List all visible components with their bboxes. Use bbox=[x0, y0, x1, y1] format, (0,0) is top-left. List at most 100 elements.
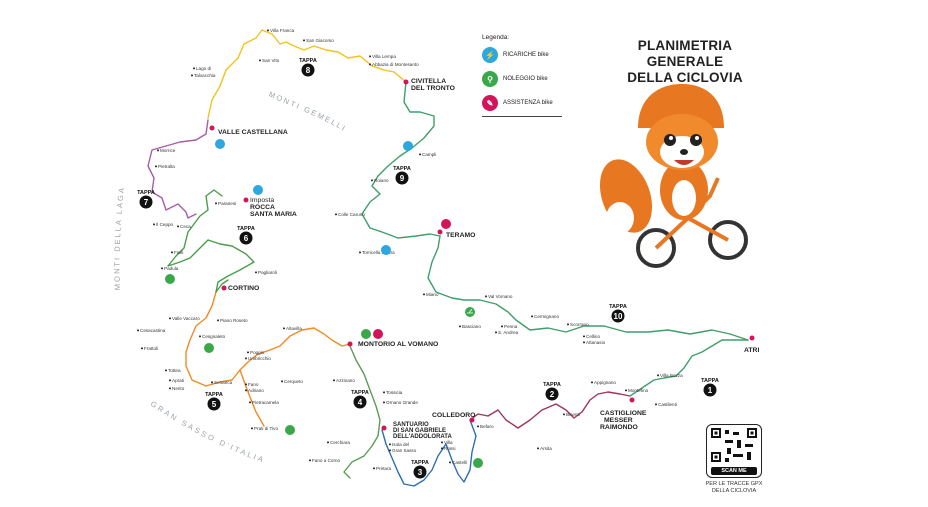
place-label: Campli bbox=[422, 152, 436, 157]
legend-label: NOLEGGIO bike bbox=[503, 76, 548, 82]
stage-badge-circle bbox=[703, 383, 717, 397]
stage-badge-label: TAPPA bbox=[701, 378, 719, 384]
place-dot bbox=[155, 165, 157, 168]
charging-icon-civitella bbox=[403, 141, 413, 151]
place-dot bbox=[441, 447, 443, 450]
place-label: Fano a Corno bbox=[312, 458, 341, 463]
label-santuario-3: DELL'ADDOLORATA bbox=[393, 434, 453, 440]
place-label: Abbazia di Montesanto bbox=[372, 62, 419, 67]
place-label: Villa Bozza bbox=[660, 373, 683, 378]
place-label: Piano Roseto bbox=[220, 318, 248, 323]
label-civitella-2: DEL TRONTO bbox=[411, 85, 455, 92]
marker-rocca bbox=[243, 197, 249, 203]
route-stage-8 bbox=[207, 29, 407, 119]
place-dot bbox=[371, 179, 373, 182]
place-dot bbox=[153, 223, 155, 226]
place-dot bbox=[383, 401, 385, 404]
place-label: Appignano bbox=[594, 380, 616, 385]
stage-badge-label: TAPPA bbox=[299, 58, 317, 64]
label-rocca-1: Imposta bbox=[250, 197, 274, 204]
stage-badge-circle bbox=[207, 397, 221, 411]
place-dot bbox=[177, 225, 179, 228]
place-dot bbox=[383, 391, 385, 394]
place-dot bbox=[485, 295, 487, 298]
place-dot bbox=[259, 59, 261, 62]
stage-badge-number: 9 bbox=[400, 174, 405, 183]
place-dot bbox=[625, 389, 627, 392]
legend-label: ASSISTENZA bike bbox=[503, 100, 553, 106]
qr-code[interactable]: SCAN ME bbox=[706, 424, 762, 478]
place-label: Villa Lempa bbox=[372, 54, 396, 59]
place-dot bbox=[449, 461, 451, 464]
place-label: Befaro bbox=[480, 424, 494, 429]
qr-pattern bbox=[711, 428, 757, 462]
charging-station-icon: ⚡ bbox=[482, 47, 498, 63]
mountains-gemelli-label: MONTI GEMELLI bbox=[267, 90, 348, 134]
route-stage-1 bbox=[629, 339, 749, 397]
place-dot bbox=[477, 425, 479, 428]
stage-badge-circle bbox=[545, 387, 559, 401]
place-label: Adriano bbox=[248, 388, 264, 393]
place-label: Pretara bbox=[376, 466, 392, 471]
place-label: Cellino bbox=[586, 334, 600, 339]
marker-colledoro bbox=[469, 417, 475, 423]
place-label: Altavilla bbox=[286, 326, 302, 331]
stage-badge-number: 5 bbox=[212, 400, 217, 409]
stage-badges: TAPPA1TAPPA2TAPPA3TAPPA4TAPPA5TAPPA6TAPP… bbox=[137, 58, 719, 479]
place-label: Umbricchio bbox=[248, 356, 271, 361]
place-dot bbox=[247, 351, 249, 354]
route-stage-3 bbox=[381, 419, 477, 487]
mountains-gransasso-label: GRAN SASSO D'ITALIA bbox=[149, 399, 267, 465]
place-dot bbox=[583, 341, 585, 344]
place-label: Nerito bbox=[172, 386, 185, 391]
place-label: Villa Franca bbox=[270, 28, 295, 33]
place-label: Cesacastina bbox=[140, 328, 166, 333]
place-label: San Giacomo bbox=[306, 38, 334, 43]
place-label: Penna bbox=[504, 324, 518, 329]
place-label: Senarica bbox=[214, 380, 233, 385]
place-label: Isola del bbox=[392, 442, 409, 447]
place-label: Valle Vaccaro bbox=[172, 316, 200, 321]
place-dot bbox=[169, 317, 171, 320]
place-dot bbox=[251, 427, 253, 430]
page-title: PLANIMETRIA GENERALE DELLA CICLOVIA bbox=[600, 38, 770, 86]
assist-icon-montorio bbox=[373, 329, 383, 339]
stage-badge-label: TAPPA bbox=[351, 390, 369, 396]
legend-divider bbox=[482, 116, 562, 117]
place-label: Pagliaroli bbox=[258, 270, 277, 275]
label-civitella-1: CIVITELLA bbox=[411, 78, 446, 85]
stage-badge-label: TAPPA bbox=[609, 304, 627, 310]
place-dot bbox=[141, 347, 143, 350]
place-label: Castilenti bbox=[658, 402, 677, 407]
place-dot bbox=[245, 389, 247, 392]
place-dot bbox=[217, 319, 219, 322]
marker-cortino bbox=[221, 285, 227, 291]
stage-badge-label: TAPPA bbox=[411, 460, 429, 466]
stage-badge-circle bbox=[353, 395, 367, 409]
label-valle: VALLE CASTELLANA bbox=[218, 129, 288, 136]
place-dot bbox=[563, 413, 565, 416]
place-label: Poggio bbox=[250, 350, 265, 355]
bicycle-icon: ⚲ bbox=[482, 71, 498, 87]
place-dot bbox=[389, 449, 391, 452]
place-dot bbox=[501, 325, 503, 328]
scan-me-label: SCAN ME bbox=[711, 467, 757, 475]
place-label: Paranesi bbox=[218, 201, 236, 206]
place-label: Scorrano bbox=[570, 322, 589, 327]
place-label: Arsita bbox=[540, 446, 552, 451]
label-santuario-2: DI SAN GABRIELE bbox=[393, 428, 446, 434]
place-dot bbox=[567, 323, 569, 326]
place-label: Villa bbox=[444, 440, 453, 445]
place-dot bbox=[267, 29, 269, 32]
label-rocca-3: SANTA MARIA bbox=[250, 211, 297, 218]
place-dot bbox=[309, 459, 311, 462]
stage-badge-circle bbox=[395, 171, 409, 185]
marker-atri bbox=[749, 335, 755, 341]
marker-civitella bbox=[403, 79, 409, 85]
marker-montorio bbox=[347, 341, 353, 347]
place-label: Lago di bbox=[196, 66, 211, 71]
stage-badge-circle bbox=[413, 465, 427, 479]
place-dot bbox=[191, 74, 193, 77]
place-label: Cerchiara bbox=[330, 440, 350, 445]
label-colledoro: COLLEDORO bbox=[432, 412, 475, 419]
